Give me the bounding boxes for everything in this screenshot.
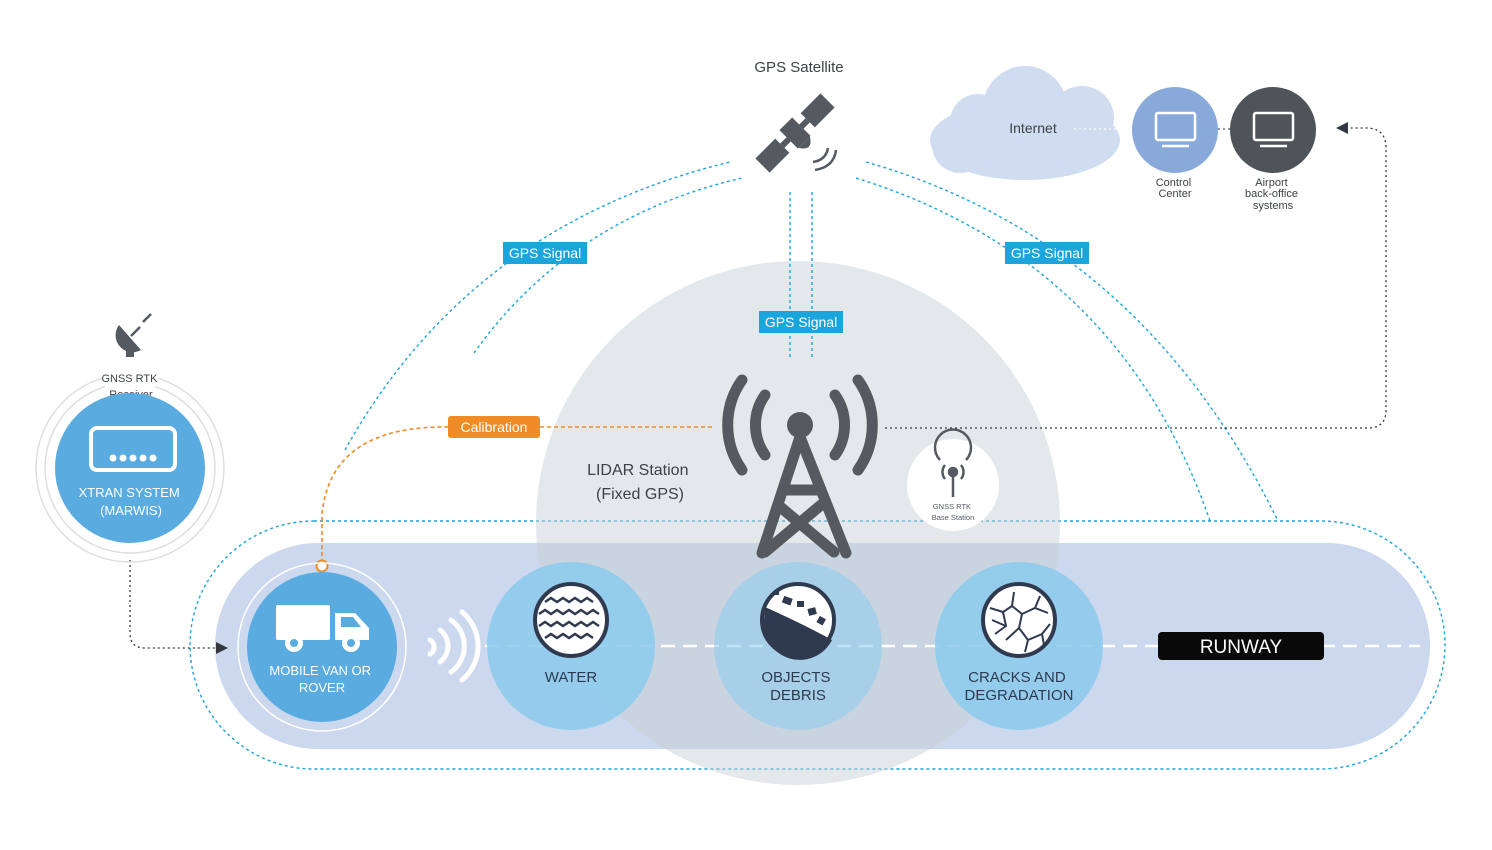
- back-office-label: Airport back-office systems: [1245, 177, 1301, 212]
- gps-signal-badge-center: GPS Signal: [759, 311, 843, 333]
- calibration-badge: Calibration: [448, 416, 540, 438]
- calibration-line: [321, 426, 715, 563]
- satellite-beam-icon: [812, 147, 838, 172]
- gps-signal-label-right: GPS Signal: [1011, 245, 1083, 261]
- internet-cloud-icon: [930, 66, 1120, 180]
- rover-outer-ring: [237, 562, 407, 732]
- antenna-icon: [933, 428, 973, 497]
- calibration-node: [315, 559, 329, 573]
- internet-label: Internet: [1009, 120, 1057, 136]
- receiver-link-line: [129, 560, 216, 649]
- hazard-debris-label: OBJECTS DEBRIS: [761, 669, 834, 704]
- satellite-dish-icon: [115, 313, 152, 357]
- receiver-label-backdrop: [102, 347, 158, 403]
- lidar-label: LIDAR Station (Fixed GPS): [587, 462, 693, 503]
- hazard-cracks: CRACKS AND DEGRADATION: [935, 562, 1103, 730]
- hazard-cracks-label: CRACKS AND DEGRADATION: [965, 669, 1074, 704]
- gps-signal-badge-left: GPS Signal: [503, 242, 587, 264]
- data-link-arrow: [1336, 122, 1348, 134]
- gps-signal-badge-right: GPS Signal: [1005, 242, 1089, 264]
- base-station-label: GNSS RTK Base Station: [932, 502, 975, 522]
- runway-badge: RUNWAY: [1158, 632, 1324, 660]
- runway-label: RUNWAY: [1200, 637, 1283, 658]
- xtran-label: XTRAN SYSTEM (MARWIS): [79, 485, 184, 518]
- receiver-link-arrow: [216, 642, 228, 654]
- cracks-icon: [981, 582, 1057, 658]
- monitor-icon: [1252, 111, 1295, 148]
- radio-tower-icon: [722, 374, 878, 559]
- hazard-water: WATER: [487, 562, 655, 730]
- satellite-icon: [755, 93, 835, 173]
- receiver-device-icon: [89, 426, 177, 472]
- control-center-label: Control Center: [1156, 177, 1195, 200]
- monitor-icon: [1154, 111, 1197, 148]
- hazard-water-label: WATER: [545, 669, 598, 686]
- calibration-label: Calibration: [461, 419, 528, 435]
- data-link-line: [885, 127, 1387, 429]
- control-center-node: [1132, 87, 1218, 173]
- debris-icon: [760, 582, 836, 660]
- back-office-node: [1230, 87, 1316, 173]
- rover-node: [247, 572, 397, 722]
- hazard-debris: OBJECTS DEBRIS: [714, 562, 882, 730]
- wireless-signal-icon: [427, 609, 481, 683]
- gps-signal-label-left: GPS Signal: [509, 245, 581, 261]
- runway-outline: [189, 520, 1446, 770]
- rover-label: MOBILE VAN OR ROVER: [269, 663, 374, 695]
- water-waves-icon: [533, 582, 609, 658]
- gps-signal-label-center: GPS Signal: [765, 314, 837, 330]
- satellite-label: GPS Satellite: [754, 59, 843, 76]
